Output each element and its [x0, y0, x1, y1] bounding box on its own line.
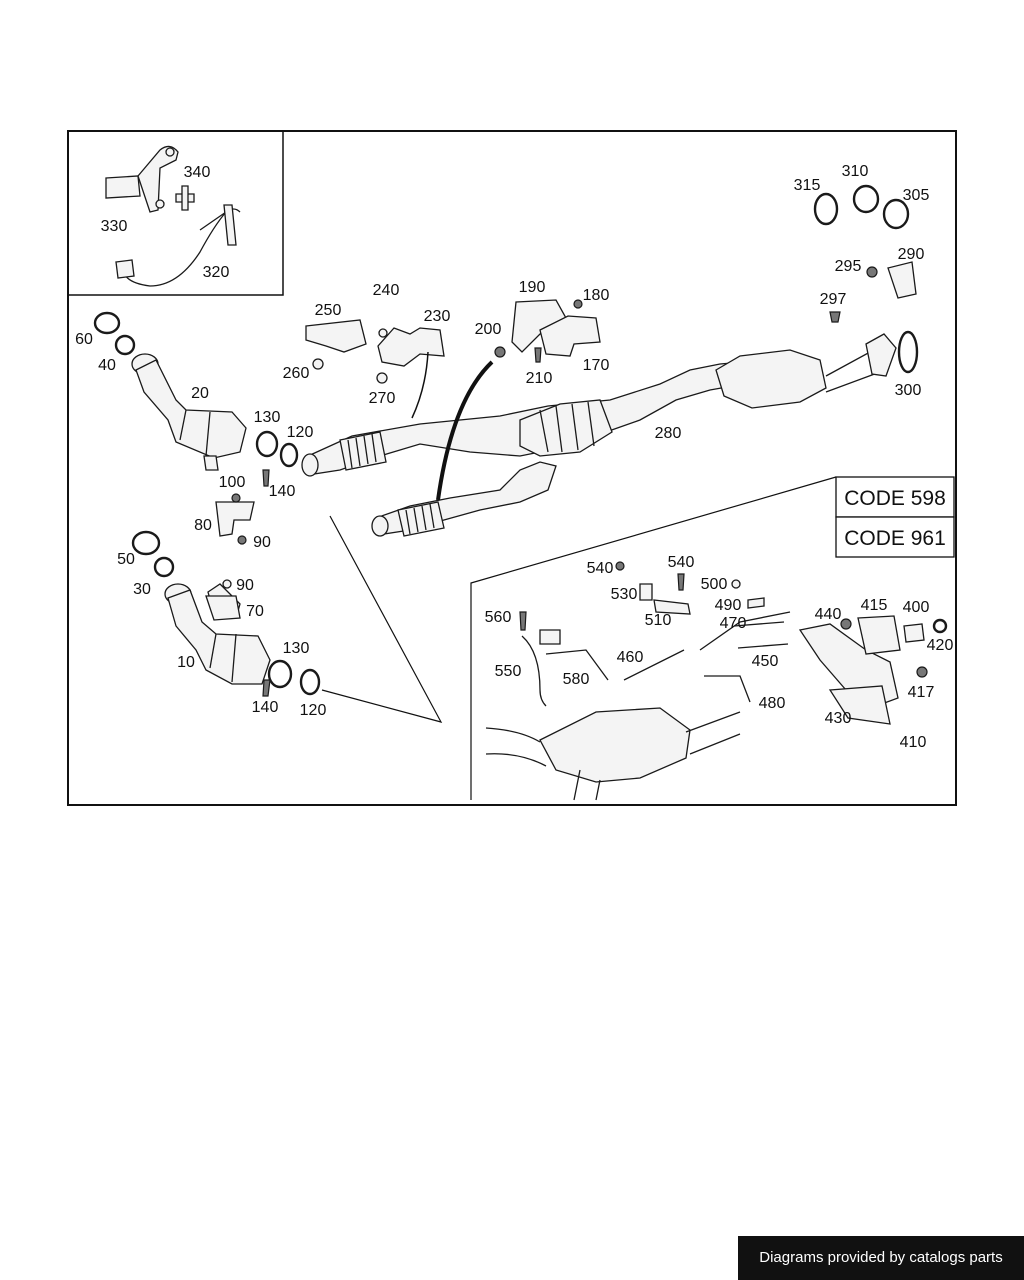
- label-340: 340: [184, 164, 211, 181]
- label-440: 440: [815, 606, 842, 623]
- label-470: 470: [720, 615, 747, 632]
- label-460: 460: [617, 649, 644, 666]
- clamps-rings: [255, 430, 321, 697]
- label-80: 80: [194, 517, 212, 534]
- label-300: 300: [895, 382, 922, 399]
- watermark-banner: Diagrams provided by catalogs parts: [738, 1236, 1024, 1280]
- label-130b: 130: [283, 640, 310, 657]
- label-305: 305: [903, 187, 930, 204]
- label-230: 230: [424, 308, 451, 325]
- label-90b: 90: [236, 577, 254, 594]
- inset-frame-code961: [470, 476, 837, 800]
- label-30: 30: [133, 581, 151, 598]
- label-490: 490: [715, 597, 742, 614]
- arrow-thin: [411, 351, 429, 419]
- arrow-thick: [436, 360, 494, 501]
- label-297: 297: [820, 291, 847, 308]
- label-20: 20: [191, 385, 209, 402]
- label-240: 240: [373, 282, 400, 299]
- label-270: 270: [369, 390, 396, 407]
- label-330: 330: [101, 218, 128, 235]
- main-exhaust-pipe-280: [301, 330, 919, 537]
- label-310: 310: [842, 163, 869, 180]
- label-420: 420: [927, 637, 954, 654]
- label-450: 450: [752, 653, 779, 670]
- label-130a: 130: [254, 409, 281, 426]
- label-190: 190: [519, 279, 546, 296]
- label-510: 510: [645, 612, 672, 629]
- label-430: 430: [825, 710, 852, 727]
- label-315: 315: [794, 177, 821, 194]
- label-200: 200: [475, 321, 502, 338]
- label-70: 70: [246, 603, 264, 620]
- part-labels: 10 20 30 40 50 60 70 80 90 90 100 120 12…: [75, 163, 953, 751]
- label-530: 530: [611, 586, 638, 603]
- code-598-text: CODE 598: [844, 487, 946, 510]
- label-260: 260: [283, 365, 310, 382]
- code961-inset-parts: [485, 561, 948, 801]
- label-60: 60: [75, 331, 93, 348]
- label-480: 480: [759, 695, 786, 712]
- code-961-text: CODE 961: [844, 527, 946, 550]
- label-320: 320: [203, 264, 230, 281]
- label-500: 500: [701, 576, 728, 593]
- callout-pointer: [321, 515, 443, 723]
- inset-frame-sensor: [68, 131, 284, 296]
- label-560: 560: [485, 609, 512, 626]
- label-170: 170: [583, 357, 610, 374]
- label-100: 100: [219, 474, 246, 491]
- label-140a: 140: [269, 483, 296, 500]
- label-295: 295: [835, 258, 862, 275]
- label-290: 290: [898, 246, 925, 263]
- label-90a: 90: [253, 534, 271, 551]
- label-50: 50: [117, 551, 135, 568]
- code-box-598: [835, 476, 955, 518]
- label-540a: 540: [587, 560, 614, 577]
- code-box-961: [835, 516, 955, 558]
- catalytic-converter-20: [93, 311, 247, 471]
- label-417: 417: [908, 684, 935, 701]
- label-140b: 140: [252, 699, 279, 716]
- label-550: 550: [495, 663, 522, 680]
- label-280: 280: [655, 425, 682, 442]
- diagram-frame: [67, 130, 957, 806]
- label-40: 40: [98, 357, 116, 374]
- label-580: 580: [563, 671, 590, 688]
- label-400: 400: [903, 599, 930, 616]
- clamps-top-right: [813, 184, 917, 323]
- label-180: 180: [583, 287, 610, 304]
- brackets-left: [205, 493, 255, 621]
- label-210: 210: [526, 370, 553, 387]
- label-10: 10: [177, 654, 195, 671]
- sensor-inset-parts: [105, 145, 241, 287]
- hangers: [305, 299, 601, 384]
- label-250: 250: [315, 302, 342, 319]
- label-120b: 120: [300, 702, 327, 719]
- label-415: 415: [861, 597, 888, 614]
- label-120a: 120: [287, 424, 314, 441]
- label-410: 410: [900, 734, 927, 751]
- label-540b: 540: [668, 554, 695, 571]
